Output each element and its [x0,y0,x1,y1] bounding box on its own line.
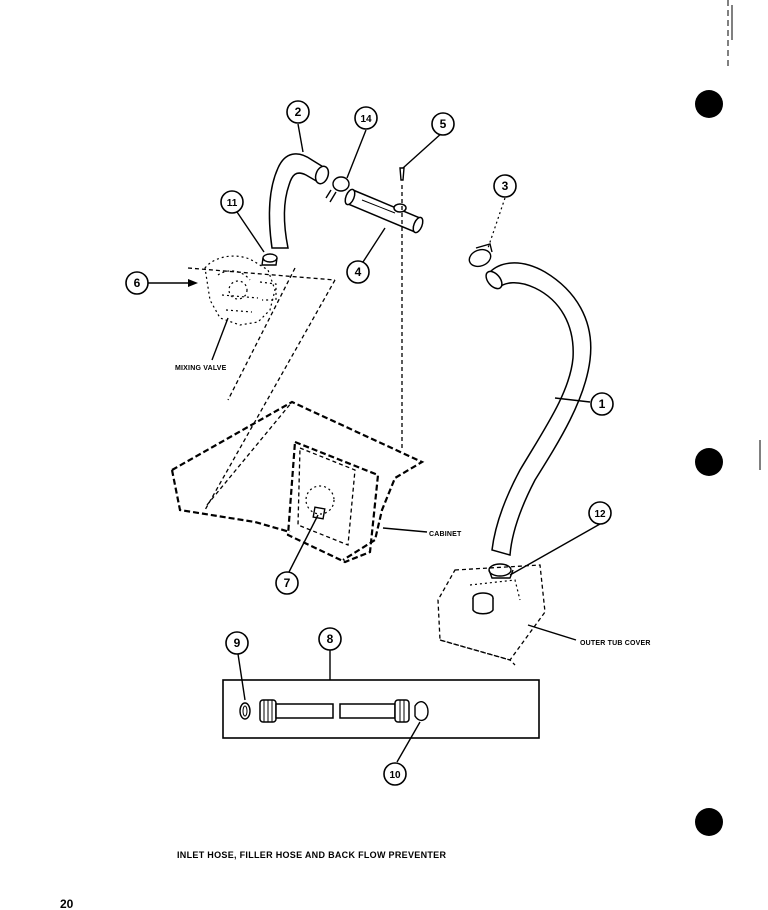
clamp-12 [488,563,514,579]
leader-lines [148,123,601,763]
scan-edge-marks [727,0,761,470]
clamp-11 [261,253,278,266]
figure-caption: INLET HOSE, FILLER HOSE AND BACK FLOW PR… [177,850,446,860]
tube-4 [344,188,424,234]
callout-8: 8 [318,627,342,651]
callout-11-number: 11 [227,198,238,209]
callout-14-number: 14 [360,114,372,125]
clamp-14 [325,176,350,203]
callout-3: 3 [493,174,517,198]
callout-12-number: 12 [594,509,606,520]
label-cabinet: CABINET [429,531,462,538]
callout-3-number: 3 [502,179,509,193]
callout-2: 2 [286,100,310,124]
inlet-hose-panel [222,679,540,739]
callout-4-number: 4 [355,265,362,279]
callout-10-number: 10 [389,770,401,781]
callout-6-number: 6 [134,276,141,290]
callout-12: 12 [588,501,612,525]
callout-7: 7 [275,571,299,595]
callout-5: 5 [431,112,455,136]
hose-2 [268,153,330,249]
binder-hole-top [695,90,723,118]
outer-tub-cover [437,564,546,666]
page-number: 20 [60,897,74,910]
callout-10: 10 [383,762,407,786]
callout-8-number: 8 [327,632,334,646]
callout-2-number: 2 [295,105,302,119]
callout-14: 14 [354,106,378,130]
callout-11: 11 [220,190,244,214]
callout-4: 4 [346,260,370,284]
callout-1-number: 1 [599,397,606,411]
binder-hole-bottom [695,808,723,836]
mixing-valve [204,255,277,326]
cabinet [170,267,425,564]
hose-1 [485,262,592,556]
callout-7-number: 7 [284,576,291,590]
label-outer-tub-cover: OUTER TUB COVER [580,640,651,647]
screw-5 [399,167,405,181]
label-mixing-valve: MIXING VALVE [175,365,227,372]
clamp-3 [468,243,493,268]
binder-hole-middle [695,448,723,476]
callout-5-number: 5 [440,117,447,131]
callout-9: 9 [225,631,249,655]
callout-1: 1 [590,392,614,416]
callout-9-number: 9 [234,636,241,650]
callout-6: 6 [125,271,149,295]
